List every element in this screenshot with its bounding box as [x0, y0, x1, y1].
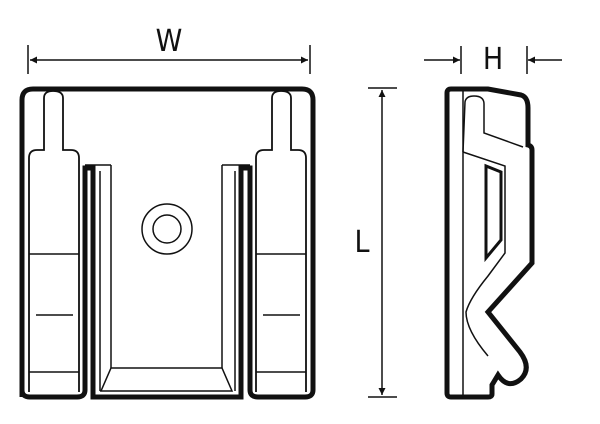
height-dimension: H	[424, 42, 562, 77]
mounting-hole-inner	[152, 214, 182, 244]
front-view	[19, 86, 316, 400]
mounting-hole-outer	[141, 203, 193, 255]
length-dimension: L	[354, 87, 397, 398]
width-dimension: W	[27, 24, 311, 74]
width-label: W	[156, 24, 183, 59]
height-label: H	[483, 42, 503, 77]
side-view	[444, 86, 535, 400]
length-label: L	[354, 225, 369, 260]
